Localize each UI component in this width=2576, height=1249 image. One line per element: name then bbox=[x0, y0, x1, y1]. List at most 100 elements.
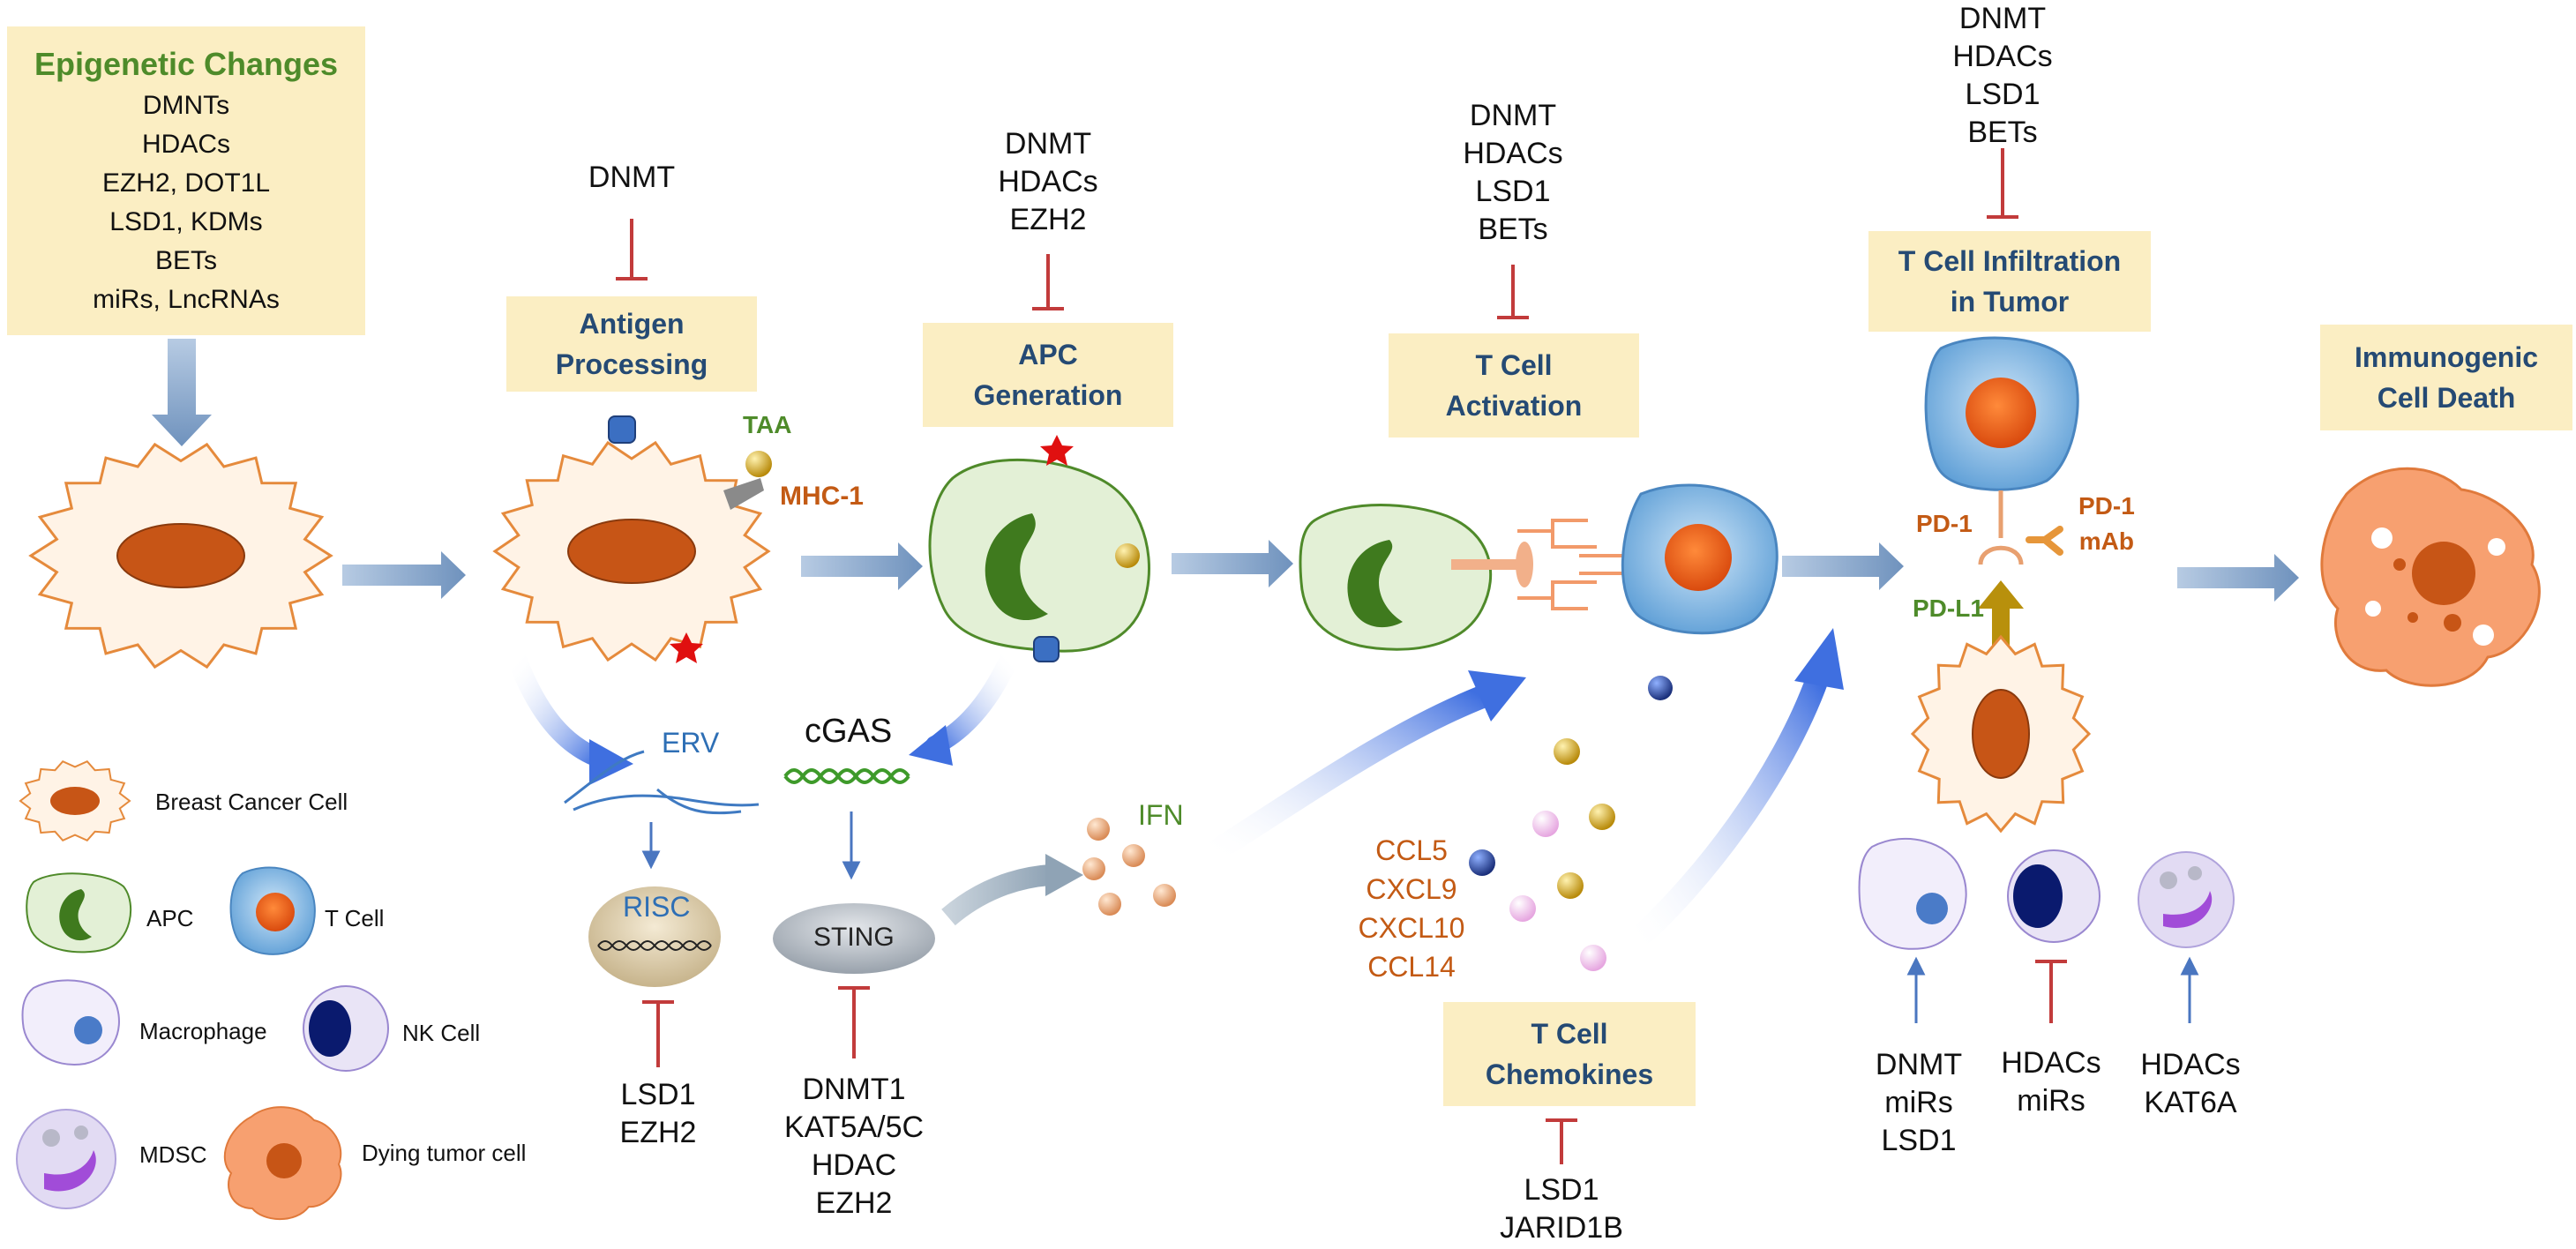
inhibitor-item: DNMT bbox=[1469, 99, 1557, 132]
pd-l1-ligand bbox=[1978, 580, 2024, 653]
cancer-cell-nucleus bbox=[1972, 689, 2030, 779]
pd1-label: PD-1 bbox=[1916, 510, 1973, 537]
inhibit-risc bbox=[642, 1000, 674, 1067]
dying-cell-fragment bbox=[2393, 558, 2406, 571]
mdsc-activate-arrowhead bbox=[2180, 956, 2199, 976]
t-cell-activation-box: T Cell Activation bbox=[1389, 333, 1639, 438]
modulator-item: HDACs bbox=[2001, 1046, 2101, 1080]
antigen-processing-inhibitors: DNMT bbox=[543, 159, 720, 197]
inhibitor-item: DNMT bbox=[1958, 2, 2047, 35]
pd1-mab-label: PD-1 mAb bbox=[2078, 489, 2135, 559]
risc-label: RISC bbox=[623, 891, 691, 923]
erv-to-risc-arrowhead bbox=[641, 850, 661, 870]
pd1-mab-line: mAb bbox=[2078, 527, 2135, 555]
legend-nk-cell-nucleus bbox=[309, 1000, 351, 1057]
legend-nk-cell-label: NK Cell bbox=[402, 1020, 481, 1046]
step-title-line: Antigen bbox=[579, 308, 685, 340]
cgas-dna-helix bbox=[783, 768, 910, 784]
inhibit-sting bbox=[838, 986, 870, 1058]
red-star-marker bbox=[670, 632, 703, 663]
inhibitor-item: LSD1 bbox=[1965, 78, 2041, 111]
immunogenic-cell-death-box: Immunogenic Cell Death bbox=[2320, 325, 2572, 430]
legend-macrophage-nucleus bbox=[74, 1016, 102, 1044]
inhibitor-item: LSD1 bbox=[620, 1078, 696, 1111]
chemokine-item: CXCL10 bbox=[1358, 912, 1465, 944]
pd1-receptor bbox=[1978, 490, 2024, 565]
mdsc-granule bbox=[2188, 866, 2202, 880]
apc-membrane bbox=[928, 458, 1150, 653]
curved-arrows bbox=[506, 628, 1844, 955]
dying-tumor-cell bbox=[2320, 467, 2541, 687]
inhibition-markers bbox=[616, 148, 2067, 1164]
macrophage-cell bbox=[1858, 837, 1967, 950]
inhibitor-item: LSD1 bbox=[1475, 175, 1551, 208]
curve-arrow-to-cgas-head bbox=[909, 725, 953, 766]
epigenetic-item: LSD1, KDMs bbox=[109, 207, 263, 236]
inhibitor-item: JARID1B bbox=[1500, 1211, 1623, 1245]
pd1-mab-line: PD-1 bbox=[2078, 492, 2135, 520]
step-title-line: T Cell bbox=[1475, 349, 1553, 381]
legend-t-cell-label: T Cell bbox=[325, 905, 385, 931]
flow-arrow-2 bbox=[801, 542, 923, 590]
curve-arrow-ifn-head bbox=[1468, 670, 1526, 722]
step-title-line: T Cell Infiltration bbox=[1898, 245, 2122, 277]
apc-generation-inhibitors: DNMT HDACs EZH2 bbox=[960, 125, 1136, 239]
mdsc-cell bbox=[2138, 851, 2235, 948]
apc-cell-2 bbox=[1299, 504, 1493, 651]
chemokine-item: CCL14 bbox=[1367, 951, 1456, 983]
apc-cell-1 bbox=[928, 435, 1150, 662]
step-title-line: Processing bbox=[555, 348, 708, 380]
curve-arrow-to-erv bbox=[506, 647, 610, 768]
curve-arrow-chemokines-up bbox=[1621, 668, 1829, 955]
antigen-square-marker bbox=[608, 415, 636, 444]
mdsc-granule bbox=[2160, 871, 2177, 889]
macrophage-activate-arrowhead bbox=[1906, 956, 1926, 976]
modulator-item: HDACs bbox=[2140, 1048, 2241, 1081]
breast-cancer-cell-1 bbox=[28, 442, 333, 669]
curve-arrow-chemokines-head bbox=[1794, 628, 1844, 690]
curve-arrow-ifn-to-tcell bbox=[1197, 685, 1494, 867]
legend-breast-cancer-nucleus bbox=[50, 787, 100, 815]
cgas-to-sting-arrowhead bbox=[842, 861, 861, 880]
epigenetic-item: miRs, LncRNAs bbox=[93, 285, 280, 314]
legend-mdsc-granule bbox=[42, 1129, 60, 1147]
pd1-antibody bbox=[2026, 526, 2063, 556]
step-title-line: Generation bbox=[973, 379, 1123, 411]
cancer-cell-nucleus bbox=[116, 523, 245, 588]
epigenetic-item: EZH2, DOT1L bbox=[101, 168, 271, 198]
inhibitor-item: BETs bbox=[1478, 213, 1548, 246]
legend-mdsc-label: MDSC bbox=[139, 1141, 207, 1168]
breast-cancer-cell-3 bbox=[1910, 634, 2092, 834]
legend-apc-label: APC bbox=[146, 905, 194, 931]
mdsc-nucleus bbox=[2163, 891, 2213, 928]
inhibit-chemokines bbox=[1546, 1118, 1577, 1164]
inhibitor-item: DNMT bbox=[588, 161, 676, 194]
flow-arrow-1 bbox=[342, 551, 466, 599]
legend-mdsc-icon bbox=[16, 1109, 116, 1209]
t-cell-nucleus bbox=[1665, 524, 1732, 591]
macrophage-modulators: DNMT miRs LSD1 bbox=[1853, 1046, 1985, 1160]
epigenetic-item: BETs bbox=[154, 246, 218, 275]
inhibit-apc-generation bbox=[1032, 254, 1064, 310]
inhibitor-item: HDACs bbox=[1952, 40, 2053, 73]
apc-membrane bbox=[1299, 504, 1493, 651]
flow-arrow-5 bbox=[2177, 554, 2299, 602]
dying-cell-core bbox=[2412, 542, 2475, 605]
step-title-line: APC bbox=[1018, 339, 1078, 370]
epigenetic-item: DMNTs bbox=[142, 91, 230, 120]
pd-l1-label: PD-L1 bbox=[1913, 595, 1984, 622]
nk-cell bbox=[2007, 849, 2100, 943]
taa-antigen-ball bbox=[745, 451, 772, 477]
chemokine-inhibitors: LSD1 JARID1B bbox=[1473, 1171, 1650, 1247]
flow-arrows bbox=[152, 339, 2299, 602]
inhibitor-item: EZH2 bbox=[1009, 203, 1087, 236]
inhibitor-item: HDACs bbox=[1463, 137, 1563, 170]
chemokine-item: CCL5 bbox=[1375, 834, 1448, 866]
inhibitor-item: DNMT bbox=[1004, 127, 1092, 161]
modulator-item: DNMT bbox=[1875, 1048, 1963, 1081]
epigenetic-changes-title: Epigenetic Changes bbox=[34, 46, 339, 82]
inhibitor-item: DNMT1 bbox=[802, 1073, 906, 1106]
legend-macrophage-label: Macrophage bbox=[139, 1018, 267, 1044]
apc-generation-box: APC Generation bbox=[923, 323, 1173, 427]
modulator-item: miRs bbox=[2017, 1084, 2086, 1118]
